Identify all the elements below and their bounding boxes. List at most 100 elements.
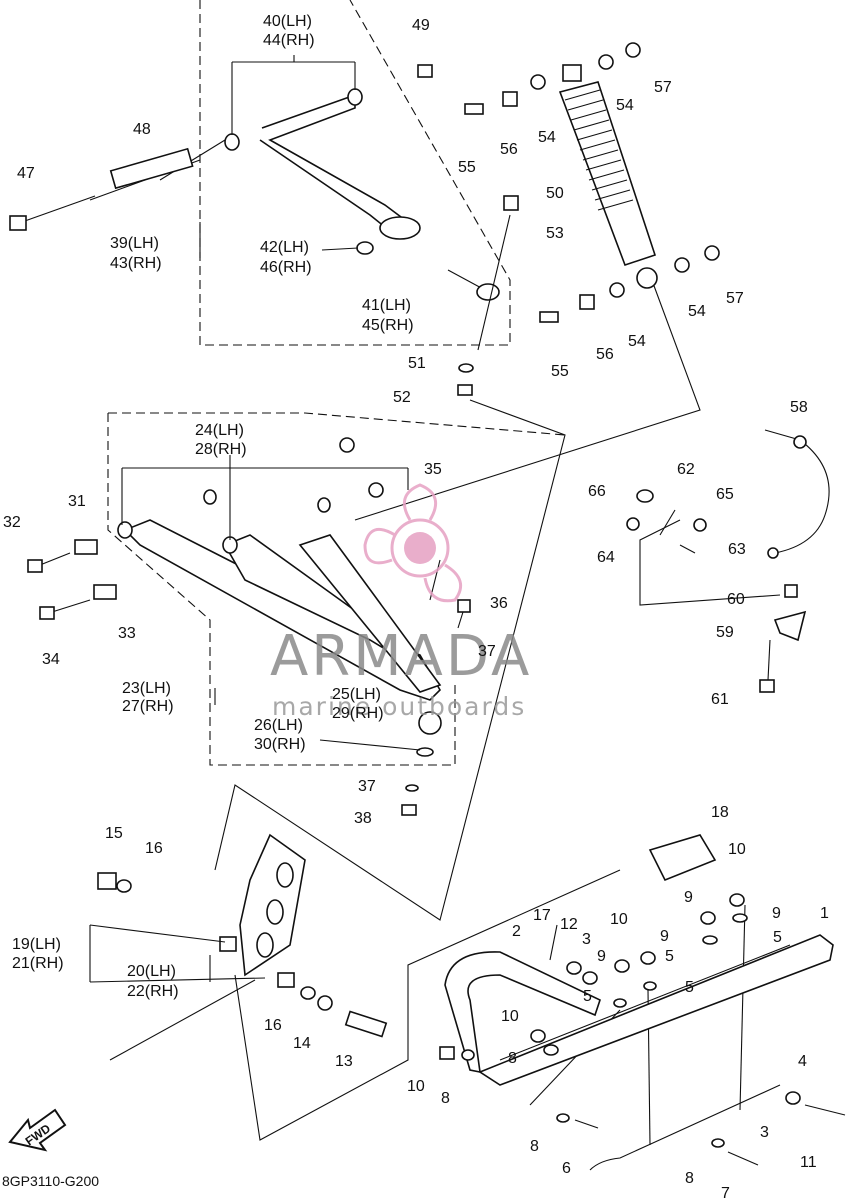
label-65: 65 (716, 486, 734, 503)
label-21: 21(RH) (12, 955, 64, 972)
upper-arm-bolt-47 (9, 195, 96, 231)
stabilizer-link-62 (626, 489, 707, 554)
label-49: 49 (412, 17, 430, 34)
label-8d: 8 (685, 1170, 694, 1187)
label-29: 29(RH) (332, 705, 384, 722)
label-10a: 10 (728, 841, 746, 858)
spindle-plate-19 (239, 833, 306, 977)
label-5a: 5 (773, 929, 782, 946)
fwd-arrow-icon: FWD (8, 1108, 67, 1152)
label-42: 42(LH) (260, 239, 309, 256)
label-8b: 8 (441, 1090, 450, 1107)
bracket-59-60-61 (759, 584, 807, 693)
label-48: 48 (133, 121, 151, 138)
label-16a: 16 (145, 840, 163, 857)
label-17: 17 (533, 907, 551, 924)
label-34: 34 (42, 651, 60, 668)
label-57a: 57 (654, 79, 672, 96)
label-19: 19(LH) (12, 936, 61, 953)
label-62: 62 (677, 461, 695, 478)
lower-arm-group-outline (107, 412, 566, 766)
label-60: 60 (727, 591, 745, 608)
label-39: 39(LH) (110, 235, 159, 252)
label-61: 61 (711, 691, 729, 708)
label-53: 53 (546, 225, 564, 242)
label-4: 4 (798, 1053, 807, 1070)
label-10b: 10 (610, 911, 628, 928)
label-2: 2 (512, 923, 521, 940)
label-36: 36 (490, 595, 508, 612)
label-5b: 5 (665, 948, 674, 965)
upper-arm-shaft-48 (109, 147, 194, 190)
lower-arm-hardware (27, 437, 471, 816)
label-51: 51 (408, 355, 426, 372)
label-56a: 56 (500, 141, 518, 158)
label-31: 31 (68, 493, 86, 510)
label-40: 40(LH) (263, 13, 312, 30)
label-8a: 8 (508, 1050, 517, 1067)
label-37a: 37 (478, 643, 496, 660)
label-9b: 9 (772, 905, 781, 922)
label-24: 24(LH) (195, 422, 244, 439)
label-38: 38 (354, 810, 372, 827)
label-56b: 56 (596, 346, 614, 363)
label-16b: 16 (264, 1017, 282, 1034)
label-11: 11 (800, 1154, 817, 1171)
label-57b: 57 (726, 290, 744, 307)
watermark-tagline: marine outboards (272, 692, 526, 721)
shock-absorber-53 (558, 64, 658, 289)
label-46: 46(RH) (260, 259, 312, 276)
nut-51-52 (457, 363, 474, 396)
label-47: 47 (17, 165, 35, 182)
upper-arm-bushings (224, 64, 433, 255)
label-13: 13 (335, 1053, 353, 1070)
label-14: 14 (293, 1035, 311, 1052)
label-33: 33 (118, 625, 136, 642)
label-23: 23(LH) (122, 680, 171, 697)
label-25: 25(LH) (332, 686, 381, 703)
ski-runner-4 (589, 1084, 781, 1171)
label-66: 66 (588, 483, 606, 500)
shock-hardware-top (464, 42, 641, 115)
label-5c: 5 (685, 979, 694, 996)
label-26: 26(LH) (254, 717, 303, 734)
label-9d: 9 (597, 948, 606, 965)
label-5d: 5 (583, 988, 592, 1005)
label-28: 28(RH) (195, 441, 247, 458)
ball-joint-41 (447, 269, 500, 301)
label-54b: 54 (616, 97, 634, 114)
label-18: 18 (711, 804, 729, 821)
label-52: 52 (393, 389, 411, 406)
ski-hardware (439, 893, 846, 1166)
label-43: 43(RH) (110, 255, 162, 272)
part-labels: 40(LH) 44(RH) 49 48 47 39(LH) 43(RH) 42(… (3, 13, 829, 1200)
label-44: 44(RH) (263, 32, 315, 49)
label-20: 20(LH) (127, 963, 176, 980)
label-7: 7 (721, 1185, 730, 1200)
label-59: 59 (716, 624, 734, 641)
watermark-brand: ARMADA (270, 624, 532, 689)
label-30: 30(RH) (254, 736, 306, 753)
label-10c: 10 (501, 1008, 519, 1025)
cable-58 (764, 429, 830, 559)
label-63: 63 (728, 541, 746, 558)
label-15: 15 (105, 825, 123, 842)
label-3b: 3 (760, 1124, 769, 1141)
leader-lines (89, 55, 421, 1061)
label-22: 22(RH) (127, 983, 179, 1000)
shock-hardware-bottom (539, 245, 720, 323)
label-45: 45(RH) (362, 317, 414, 334)
ski-1 (444, 834, 834, 1086)
label-41: 41(LH) (362, 297, 411, 314)
label-8c: 8 (530, 1138, 539, 1155)
diagram-code: 8GP3110-G200 (2, 1173, 99, 1189)
label-54c: 54 (628, 333, 646, 350)
label-6: 6 (562, 1160, 571, 1177)
label-54a: 54 (538, 129, 556, 146)
label-10d: 10 (407, 1078, 425, 1095)
label-27: 27(RH) (122, 698, 174, 715)
bushings-15-16 (97, 872, 388, 1038)
upper-a-arm (259, 93, 421, 240)
label-9a: 9 (684, 889, 693, 906)
label-54d: 54 (688, 303, 706, 320)
